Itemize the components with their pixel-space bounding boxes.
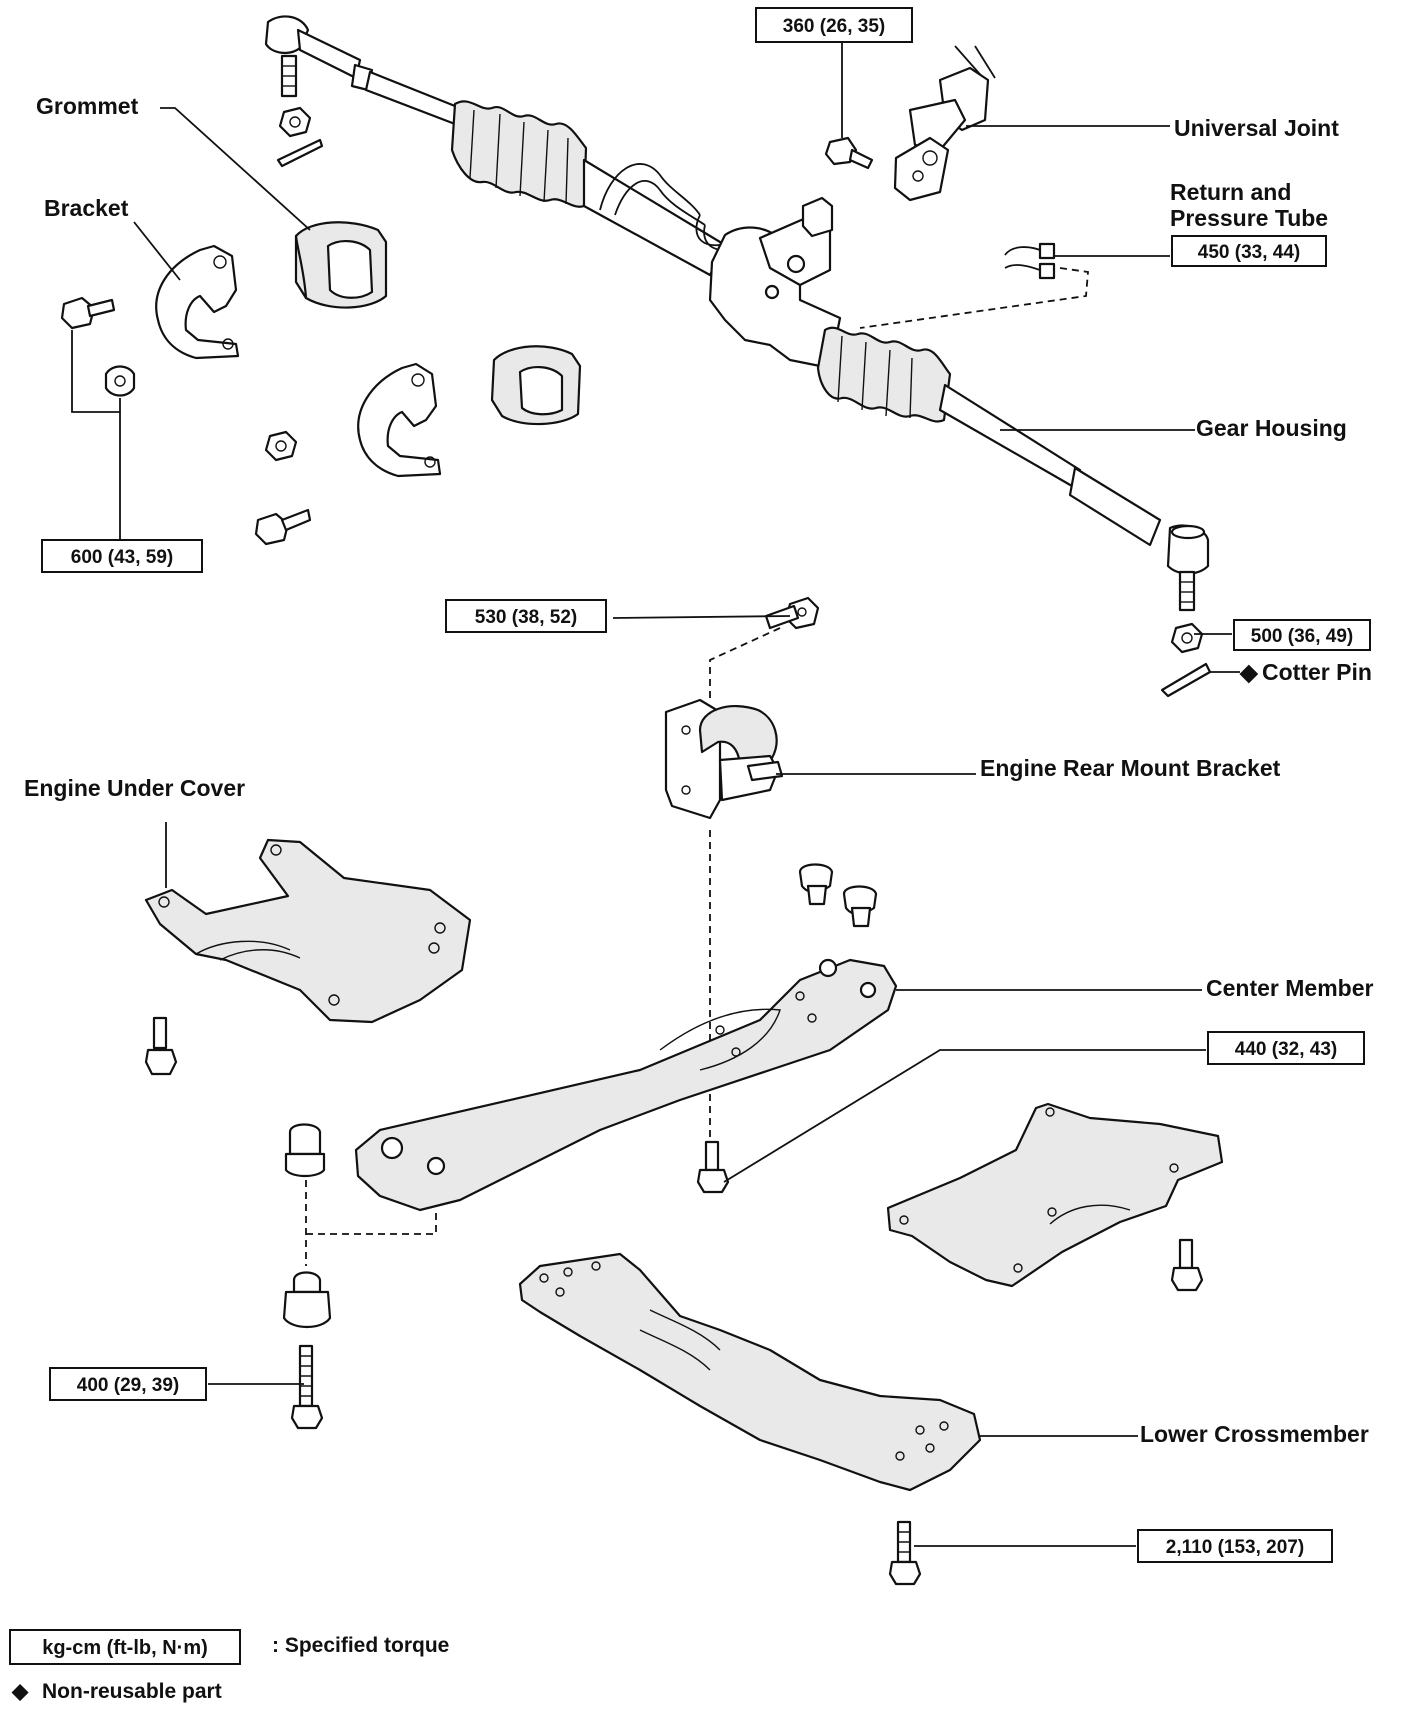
universal-joint — [893, 45, 996, 202]
label-bracket: Bracket — [44, 195, 129, 221]
legend-nonreusable-marker: ◆ — [11, 1680, 29, 1703]
mount-bolt-dash — [709, 627, 781, 700]
torque-universal-joint: 360 (26, 35) — [783, 16, 885, 37]
center-member-bolt — [696, 1140, 730, 1194]
right-tie-rod-nut — [1170, 622, 1204, 654]
legend: kg-cm (ft-lb, N·m) : Specified torque ◆ … — [9, 1629, 449, 1703]
center-member — [354, 958, 898, 1212]
label-grommet: Grommet — [36, 93, 139, 119]
universal-joint-bolt — [824, 136, 874, 170]
mount-cushion-lower — [282, 1271, 332, 1329]
bracket-nut-upper — [104, 365, 136, 397]
engine-under-cover — [144, 838, 472, 1024]
bracket-nut-lower — [264, 430, 298, 462]
torque-mount-bracket: 530 (38, 52) — [475, 607, 577, 628]
bracket-bolt-bracket-line — [71, 330, 121, 413]
torque-center-member: 440 (32, 43) — [1235, 1039, 1337, 1060]
mount-cushion-upper — [284, 1123, 326, 1178]
label-return-tube-line2: Pressure Tube — [1170, 205, 1328, 231]
grommet-upper — [294, 221, 388, 309]
grommet-lower — [490, 345, 582, 426]
lower-crossmember — [518, 1252, 982, 1492]
label-return-tube-line1: Return and — [1170, 179, 1291, 205]
torque-center-member-front: 400 (29, 39) — [77, 1375, 179, 1396]
torque-box-bracket: 600 (43, 59) — [41, 539, 203, 573]
torque-box-tie-rod-nut: 500 (36, 49) — [1233, 619, 1371, 651]
nonreusable-marker-cotter: ◆ — [1239, 659, 1259, 685]
leader-lines — [133, 40, 1240, 1547]
rear-panel-bolt — [1170, 1238, 1204, 1292]
torque-lower-crossmember: 2,110 (153, 207) — [1166, 1537, 1304, 1558]
cushion-bolt — [290, 1344, 324, 1430]
torque-tie-rod-nut: 500 (36, 49) — [1251, 626, 1353, 647]
legend-torque-unit: kg-cm (ft-lb, N·m) — [42, 1637, 208, 1659]
torque-box-universal-joint: 360 (26, 35) — [755, 7, 913, 43]
stopper-bushing-1 — [798, 863, 834, 906]
left-tie-rod-nut — [276, 106, 324, 168]
torque-pressure-tube: 450 (33, 44) — [1198, 242, 1300, 263]
cushion-dash — [305, 1180, 437, 1266]
torque-box-center-member-front: 400 (29, 39) — [49, 1367, 207, 1401]
torque-box-pressure-tube: 450 (33, 44) — [1171, 235, 1327, 267]
torque-box-center-member: 440 (32, 43) — [1207, 1031, 1365, 1065]
legend-torque-desc: : Specified torque — [272, 1634, 449, 1657]
lower-crossmember-bolt — [888, 1520, 922, 1586]
label-engine-rear-mount-bracket: Engine Rear Mount Bracket — [980, 755, 1281, 781]
bracket-upper — [155, 244, 240, 360]
label-engine-under-cover: Engine Under Cover — [24, 775, 245, 801]
cotter-pin — [1160, 662, 1212, 698]
stopper-bushing-2 — [842, 885, 878, 928]
torque-bracket: 600 (43, 59) — [71, 547, 173, 568]
legend-nonreusable: Non-reusable part — [42, 1680, 222, 1703]
bracket-bolt-lower — [254, 508, 312, 546]
mount-bracket-bolt — [764, 596, 820, 630]
bracket-bolt-upper — [60, 296, 116, 330]
torque-box-lower-crossmember: 2,110 (153, 207) — [1137, 1529, 1333, 1563]
label-gear-housing: Gear Housing — [1196, 415, 1347, 441]
bracket-lower — [357, 362, 442, 478]
pressure-tube-leader — [859, 267, 1089, 329]
pressure-tube-fittings — [1004, 242, 1056, 280]
rear-under-panel — [886, 1102, 1224, 1288]
label-universal-joint: Universal Joint — [1174, 115, 1339, 141]
torque-box-mount-bracket: 530 (38, 52) — [445, 599, 607, 633]
label-cotter-pin: Cotter Pin — [1262, 659, 1372, 685]
steering-rack — [264, 15, 1210, 612]
under-cover-bolt — [144, 1016, 178, 1076]
label-lower-crossmember: Lower Crossmember — [1140, 1421, 1369, 1447]
engine-rear-mount-bracket — [664, 698, 784, 820]
label-center-member: Center Member — [1206, 975, 1373, 1001]
